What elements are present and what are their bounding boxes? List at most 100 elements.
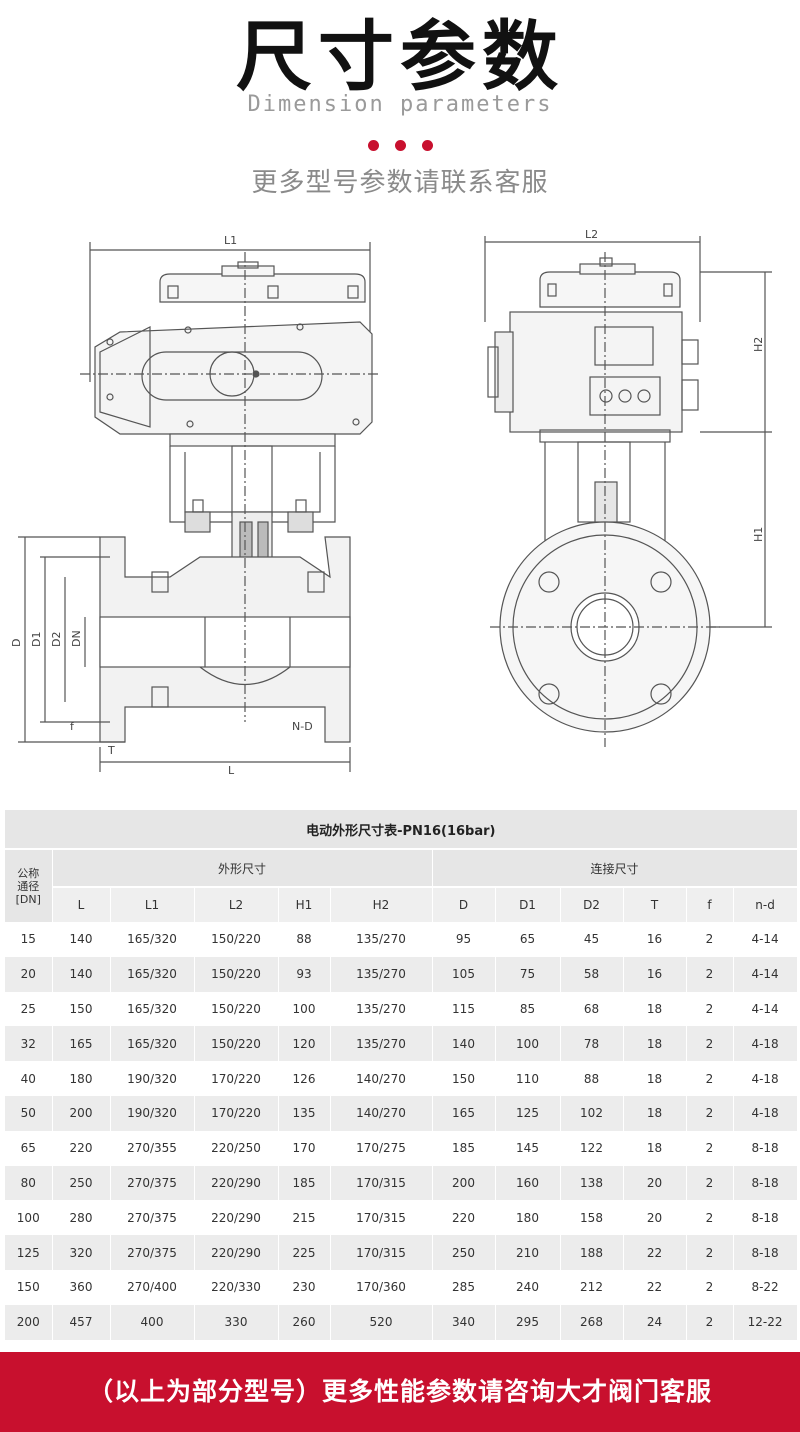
column-header-n-d: n-d [733, 886, 798, 922]
table-cell: 75 [495, 956, 561, 992]
table-cell: 150 [5, 1269, 53, 1305]
table-cell: 16 [623, 922, 687, 957]
red-dot-icon [394, 140, 406, 151]
dim-label-h2: H2 [752, 337, 765, 352]
table-cell: 100 [5, 1200, 53, 1236]
dim-label-h1: H1 [752, 527, 765, 542]
table-cell: 125 [5, 1235, 53, 1270]
table-cell: 270/375 [110, 1165, 195, 1201]
table-cell: 100 [495, 1026, 561, 1062]
table-cell: 68 [560, 991, 624, 1027]
table-cell: 190/320 [110, 1061, 195, 1096]
table-cell: 24 [623, 1304, 687, 1340]
table-cell: 270/375 [110, 1200, 195, 1236]
table-cell: 220 [52, 1130, 111, 1166]
table-cell: 170/275 [330, 1130, 433, 1166]
column-header-l1: L1 [110, 886, 195, 922]
table-cell: 185 [278, 1165, 331, 1201]
table-cell: 8-18 [733, 1235, 798, 1270]
dim-label-f: f [70, 720, 75, 733]
dim-label-d2: D2 [50, 632, 63, 647]
valve-technical-drawing: L1 D D1 D2 DN f T L N-D L2 H2 H1 [10, 228, 772, 777]
table-cell: 18 [623, 1130, 687, 1166]
table-cell: 32 [5, 1026, 53, 1062]
table-cell: 230 [278, 1269, 331, 1305]
table-cell: 58 [560, 956, 624, 992]
table-cell: 2 [686, 1200, 734, 1236]
table-cell: 170 [278, 1130, 331, 1166]
table-cell: 22 [623, 1269, 687, 1305]
side-view [484, 236, 772, 747]
table-cell: 4-14 [733, 991, 798, 1027]
column-header-l: L [52, 886, 111, 922]
table-cell: 8-18 [733, 1130, 798, 1166]
footer-banner: （以上为部分型号）更多性能参数请咨询大才阀门客服 [0, 1352, 800, 1432]
table-cell: 320 [52, 1235, 111, 1270]
table-cell: 270/375 [110, 1235, 195, 1270]
table-cell: 520 [330, 1304, 433, 1340]
table-cell: 330 [194, 1304, 279, 1340]
table-cell: 25 [5, 991, 53, 1027]
table-cell: 88 [560, 1061, 624, 1096]
table-cell: 400 [110, 1304, 195, 1340]
table-cell: 2 [686, 991, 734, 1027]
table-cell: 180 [495, 1200, 561, 1236]
table-cell: 20 [5, 956, 53, 992]
table-cell: 170/315 [330, 1200, 433, 1236]
table-cell: 220/330 [194, 1269, 279, 1305]
dim-label-dn: DN [70, 630, 83, 647]
column-header-h1: H1 [278, 886, 331, 922]
table-cell: 210 [495, 1235, 561, 1270]
table-cell: 93 [278, 956, 331, 992]
table-cell: 140 [52, 922, 111, 957]
dim-label-l1: L1 [224, 234, 237, 247]
page-subtitle: Dimension parameters [247, 92, 553, 117]
table-cell: 2 [686, 1165, 734, 1201]
table-cell: 270/355 [110, 1130, 195, 1166]
table-cell: 18 [623, 1026, 687, 1062]
table-cell: 78 [560, 1026, 624, 1062]
table-cell: 8-18 [733, 1200, 798, 1236]
table-cell: 170/315 [330, 1235, 433, 1270]
dim-label-d1: D1 [30, 632, 43, 647]
table-cell: 2 [686, 956, 734, 992]
table-cell: 2 [686, 1095, 734, 1131]
table-cell: 18 [623, 1061, 687, 1096]
dn-header-line: [DN] [15, 892, 41, 906]
table-cell: 220/290 [194, 1165, 279, 1201]
table-cell: 22 [623, 1235, 687, 1270]
table-cell: 4-14 [733, 922, 798, 957]
dim-label-l: L [228, 764, 235, 777]
table-cell: 165/320 [110, 956, 195, 992]
table-cell: 220/290 [194, 1235, 279, 1270]
table-cell: 140 [432, 1026, 496, 1062]
table-cell: 135/270 [330, 956, 433, 992]
table-cell: 150/220 [194, 991, 279, 1027]
table-cell: 457 [52, 1304, 111, 1340]
table-cell: 160 [495, 1165, 561, 1201]
table-cell: 12-22 [733, 1304, 798, 1340]
table-cell: 165/320 [110, 991, 195, 1027]
table-cell: 125 [495, 1095, 561, 1131]
table-cell: 200 [432, 1165, 496, 1201]
table-cell: 200 [5, 1304, 53, 1340]
dn-header-line: 通径 [17, 879, 40, 893]
table-cell: 200 [52, 1095, 111, 1131]
red-dot-icon [367, 140, 379, 151]
table-cell: 126 [278, 1061, 331, 1096]
table-cell: 120 [278, 1026, 331, 1062]
table-cell: 220/290 [194, 1200, 279, 1236]
table-cell: 150 [432, 1061, 496, 1096]
table-cell: 185 [432, 1130, 496, 1166]
column-header-f: f [686, 886, 734, 922]
table-cell: 140 [52, 956, 111, 992]
table-cell: 150/220 [194, 922, 279, 957]
table-cell: 150 [52, 991, 111, 1027]
